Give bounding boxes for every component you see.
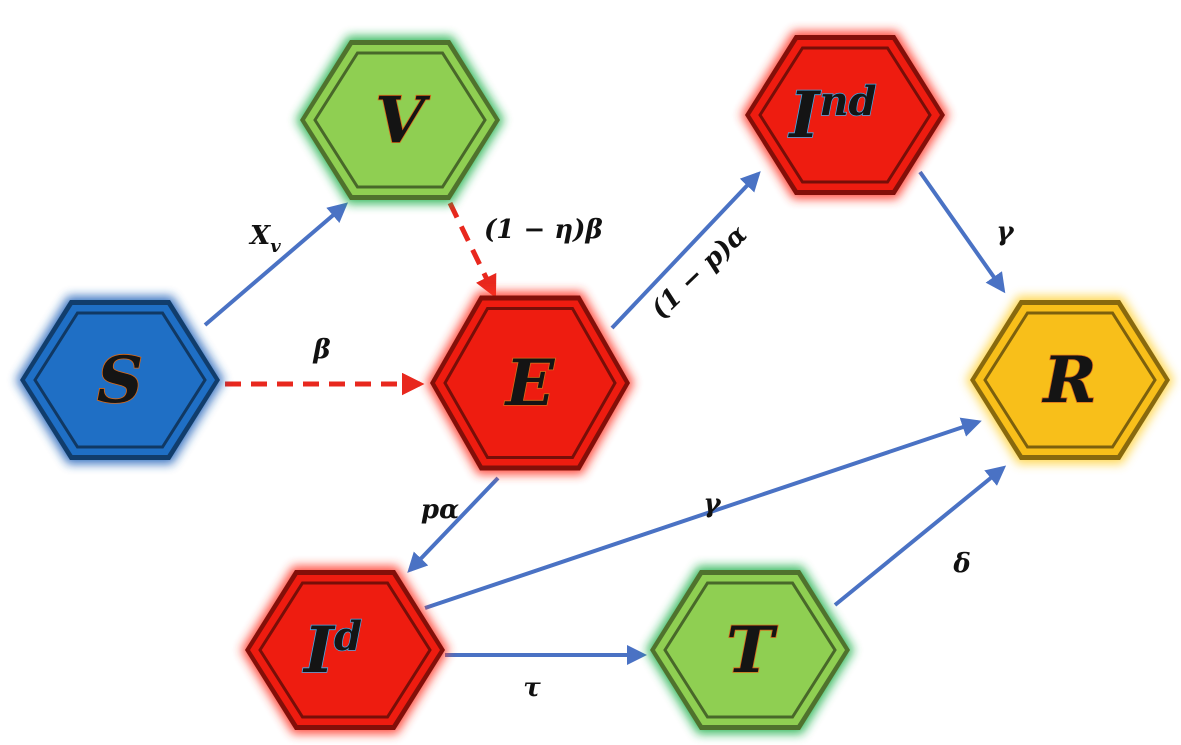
arrow-v-to-e <box>447 201 497 299</box>
edge-label-e-id: pα <box>421 495 459 525</box>
node-face <box>983 311 1157 449</box>
arrow-id-to-r <box>424 417 982 610</box>
edge-label-id-r: γ <box>703 489 722 519</box>
node-label-v: V <box>375 83 431 158</box>
arrow-t-to-r <box>833 465 1007 607</box>
node-id: Id <box>241 566 449 734</box>
arrow-e-to-ind <box>610 171 761 330</box>
node-r: R <box>966 296 1174 464</box>
node-face <box>258 581 432 719</box>
node-v: V <box>296 36 504 204</box>
edge-label-t-r: δ <box>952 549 970 579</box>
node-label-ind: Ind <box>788 78 877 153</box>
edge-label-v-e: (1 − η)β <box>484 215 603 245</box>
edge-label-s-v: Xv <box>248 221 281 257</box>
node-face <box>758 46 932 184</box>
arrow-ind-to-r <box>918 170 1006 294</box>
node-label-t: T <box>726 613 778 688</box>
arrow-s-to-v <box>203 202 349 327</box>
edge-label-id-t: τ <box>523 673 541 703</box>
node-face <box>33 311 207 449</box>
arrow-e-to-id <box>407 476 500 573</box>
node-label-s: S <box>97 343 143 418</box>
node-label-r: R <box>1041 343 1096 418</box>
edge-label-ind-r: γ <box>996 217 1015 247</box>
node-label-e: E <box>504 346 556 421</box>
node-face <box>313 51 487 189</box>
edge-label-s-e: β <box>312 335 330 365</box>
node-face <box>663 581 837 719</box>
node-e: E <box>426 291 634 475</box>
node-s: S <box>16 296 224 464</box>
node-t: T <box>646 566 854 734</box>
node-face <box>443 307 617 459</box>
node-label-id: Id <box>302 613 362 688</box>
node-ind: Ind <box>741 31 949 199</box>
